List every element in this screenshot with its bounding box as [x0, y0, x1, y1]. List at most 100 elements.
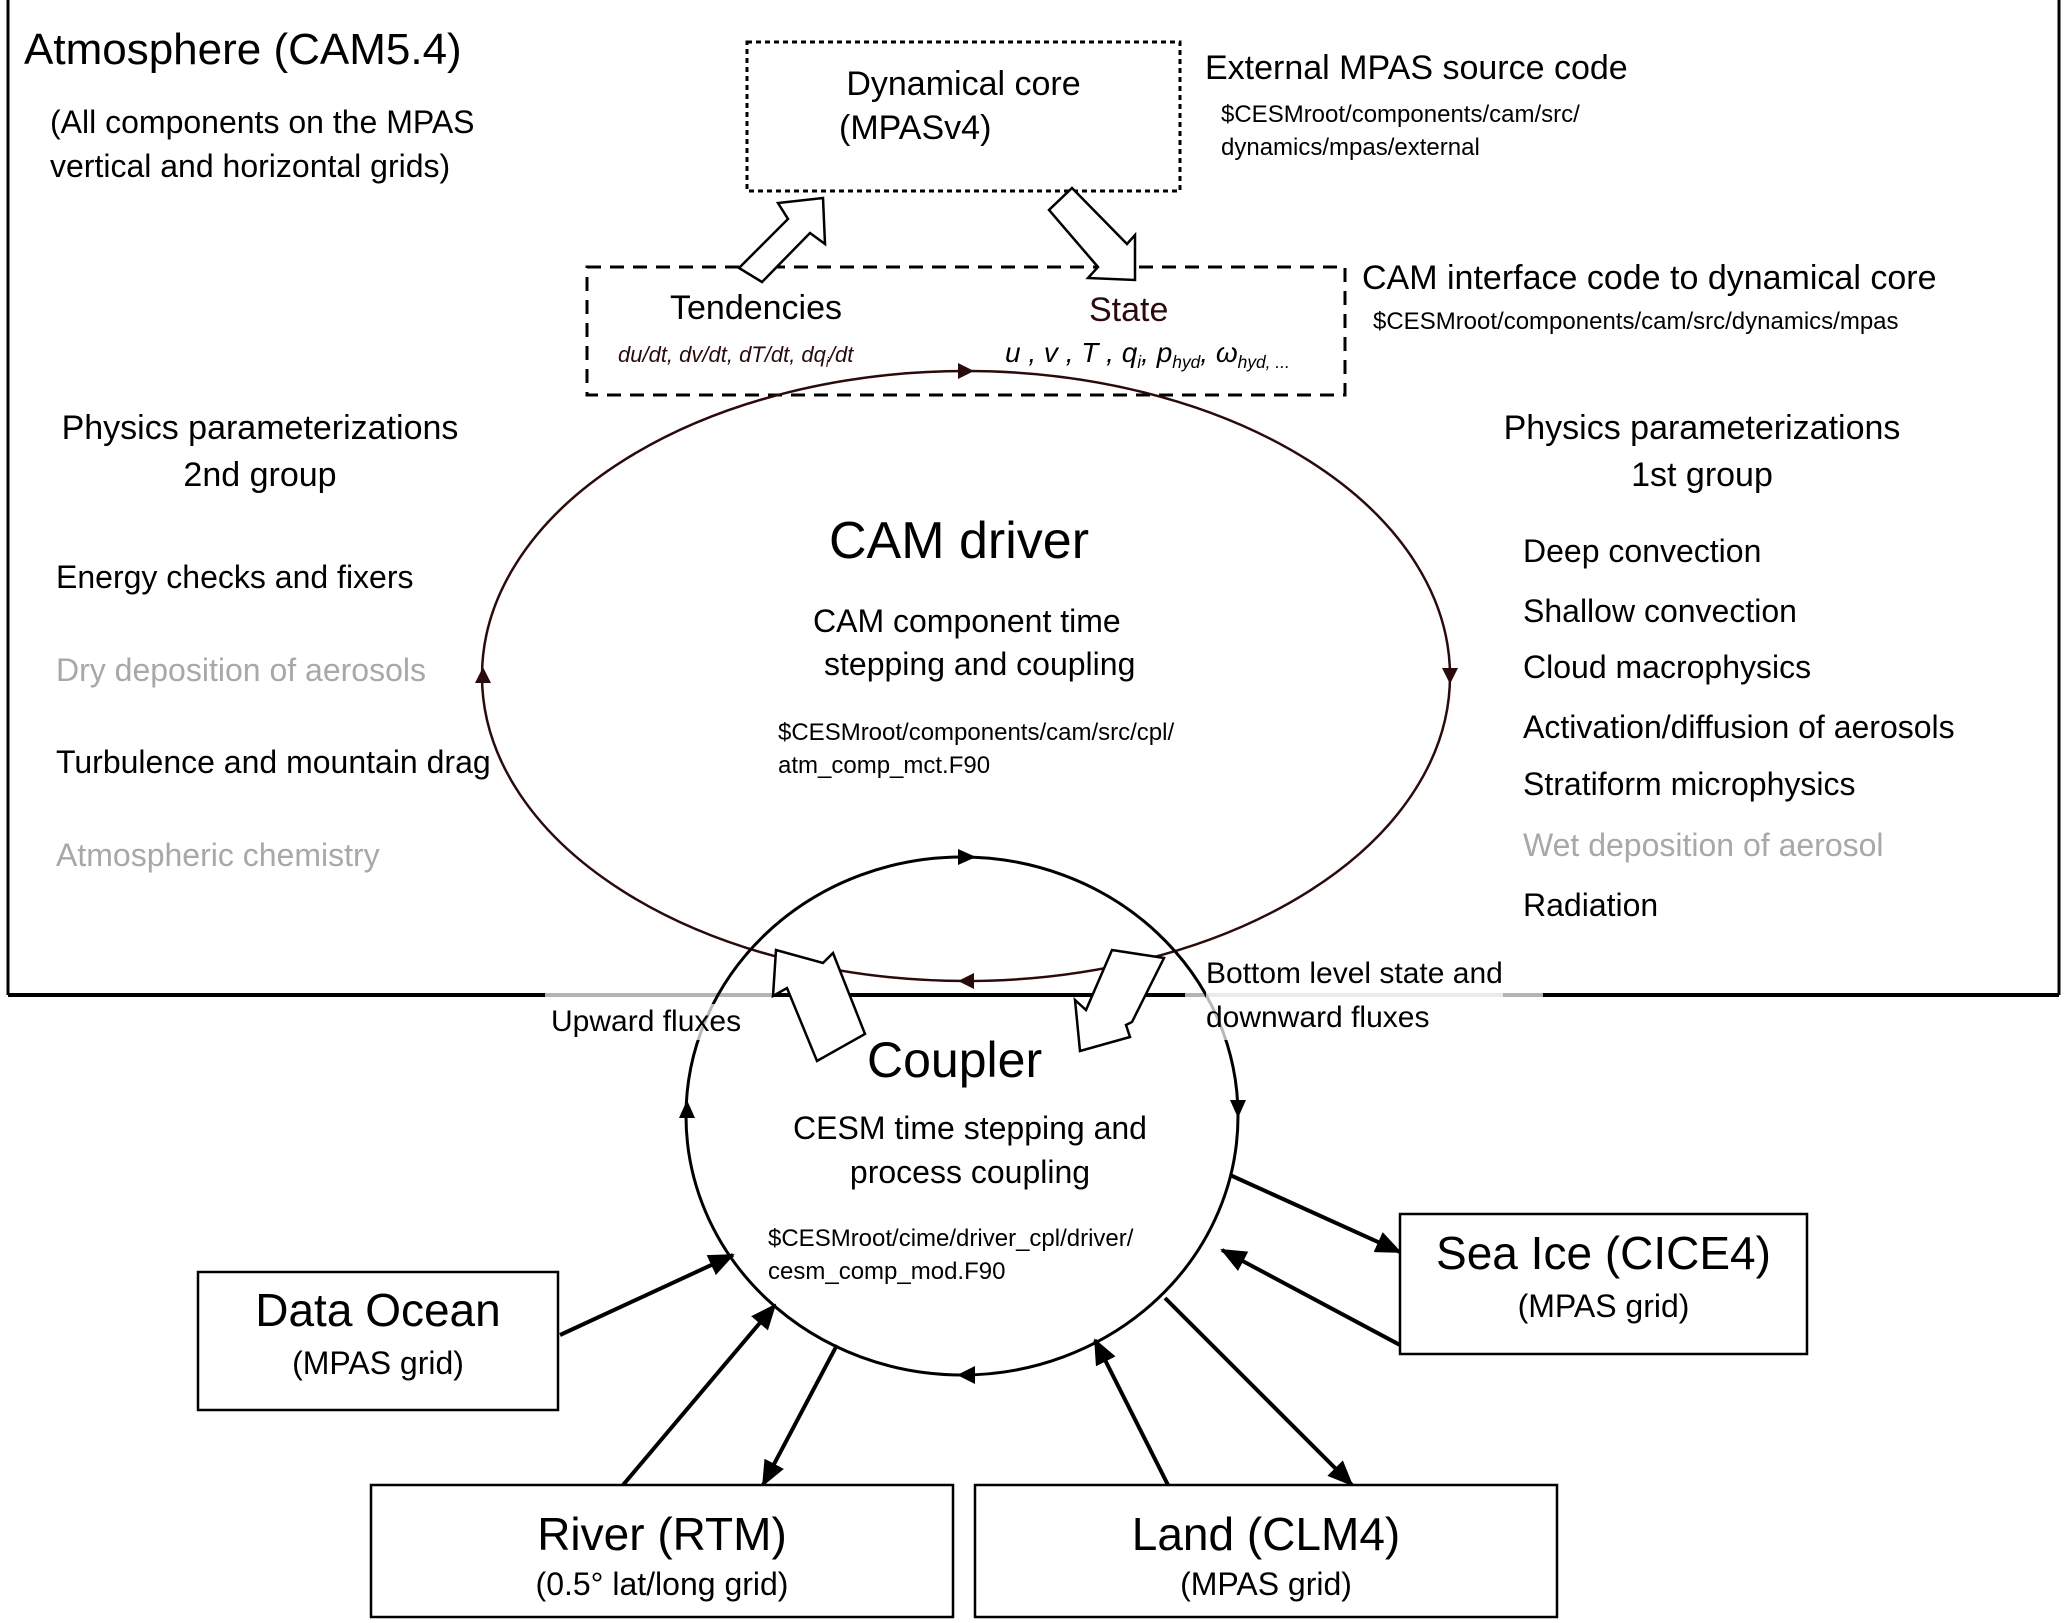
- coupler-path-line2: cesm_comp_mod.F90: [768, 1258, 1006, 1285]
- physics-1st-item: Deep convection: [1523, 533, 1762, 569]
- data-ocean-label: Data Ocean (MPAS grid): [198, 1280, 558, 1386]
- physics-1st-title-line2: 1st group: [1631, 456, 1773, 494]
- state-var: phyd,: [1156, 337, 1216, 372]
- coupler-to-seaice-arrow: [1229, 1173, 1402, 1254]
- state-var-separator: ,: [1020, 337, 1044, 368]
- external-source-path-line2: dynamics/mpas/external: [1221, 134, 1480, 161]
- external-source-path: $CESMroot/components/cam/src/ dynamics/m…: [1221, 98, 1580, 164]
- atmosphere-subtitle-line2: vertical and horizontal grids): [50, 148, 451, 184]
- downward-fluxes-line2: downward fluxes: [1206, 1001, 1430, 1034]
- coupler-cycle-arrow-bottom-icon: [957, 1366, 975, 1384]
- state-var-separator: ,: [1098, 337, 1122, 368]
- downward-fluxes-label: Bottom level state and downward fluxes: [1206, 952, 1503, 1040]
- physics-2nd-title-line1: Physics parameterizations: [61, 409, 459, 447]
- state-var: ωhyd, ...: [1216, 337, 1290, 372]
- upward-flux-block-arrow: [771, 948, 867, 1063]
- physics-2nd-item: Turbulence and mountain drag: [56, 744, 491, 780]
- atmosphere-subtitle-line1: (All components on the MPAS: [50, 104, 475, 140]
- cam-cycle-arrow-bottom-icon: [958, 973, 974, 989]
- atmosphere-title: Atmosphere (CAM5.4): [24, 25, 462, 74]
- state-var-sub: i: [1137, 352, 1142, 373]
- cam-cycle-arrow-left-icon: [475, 667, 491, 683]
- state-vars: u , v , T , qi, phyd, ωhyd, ...: [1005, 336, 1290, 373]
- state-var: qi,: [1121, 337, 1157, 372]
- cam-cycle-arrow-top-icon: [958, 363, 974, 379]
- cam-driver-title: CAM driver: [829, 512, 1090, 570]
- cam-driver-path-line2: atm_comp_mct.F90: [778, 752, 991, 779]
- tendencies-up-block-arrow: [736, 196, 827, 284]
- dynamical-core-line2: (MPASv4): [839, 109, 992, 147]
- river-to-coupler-arrow: [621, 1303, 777, 1487]
- coupler-path: $CESMroot/cime/driver_cpl/driver/ cesm_c…: [768, 1222, 1133, 1288]
- physics-2nd-item: Energy checks and fixers: [56, 559, 414, 595]
- tendencies-label: Tendencies: [670, 289, 843, 327]
- coupler-desc-line1: CESM time stepping and: [793, 1110, 1147, 1146]
- state-var-separator: ,: [1141, 337, 1157, 368]
- physics-1st-item: Wet deposition of aerosol: [1523, 827, 1884, 863]
- state-var-base: v: [1043, 337, 1058, 368]
- land-grid: (MPAS grid): [1180, 1566, 1352, 1602]
- coupler-cycle-arrow-left-icon: [679, 1100, 695, 1118]
- seaice-to-coupler-arrow: [1220, 1248, 1401, 1347]
- land-name: Land (CLM4): [1131, 1508, 1401, 1560]
- state-var-sub: hyd: [1172, 352, 1201, 373]
- land-box: [973, 1483, 1559, 1619]
- state-label: State: [1089, 291, 1169, 329]
- external-source-path-line1: $CESMroot/components/cam/src/: [1221, 101, 1580, 128]
- physics-2nd-title: Physics parameterizations 2nd group: [30, 405, 490, 499]
- state-var: T ,: [1081, 337, 1121, 368]
- physics-1st-title: Physics parameterizations 1st group: [1472, 405, 1932, 499]
- state-var-base: p: [1156, 337, 1173, 368]
- state-var-separator: ,: [1200, 337, 1216, 368]
- cam-driver-path-line1: $CESMroot/components/cam/src/cpl/: [778, 719, 1175, 746]
- external-source-title: External MPAS source code: [1205, 49, 1628, 87]
- physics-1st-item: Shallow convection: [1523, 593, 1797, 629]
- river-grid: (0.5° lat/long grid): [535, 1566, 789, 1602]
- upward-fluxes-label: Upward fluxes: [551, 1004, 742, 1040]
- state-var-base: T: [1081, 337, 1099, 368]
- dynamical-core-box: [745, 40, 1182, 193]
- coupler-to-river-arrow: [761, 1344, 839, 1487]
- tendencies-vars-main: du/dt, dv/dt, dT/dt, dq: [618, 342, 826, 367]
- state-var: u ,: [1005, 337, 1044, 368]
- tendencies-vars-sub: i: [825, 354, 829, 370]
- coupler-desc: CESM time stepping and process coupling: [760, 1106, 1180, 1194]
- river-label: River (RTM) (0.5° lat/long grid): [371, 1506, 953, 1606]
- coupler-path-line1: $CESMroot/cime/driver_cpl/driver/: [768, 1225, 1134, 1252]
- data-ocean-box: [196, 1270, 560, 1412]
- sea-ice-grid: (MPAS grid): [1517, 1288, 1690, 1324]
- physics-2nd-item: Dry deposition of aerosols: [56, 652, 426, 688]
- interface-box: [585, 265, 1347, 397]
- coupler-desc-line2: process coupling: [849, 1154, 1091, 1190]
- cam-driver-desc-line1: CAM component time: [813, 603, 1121, 639]
- state-var-base: q: [1121, 337, 1138, 368]
- state-var: v ,: [1044, 337, 1081, 368]
- physics-2nd-title-line2: 2nd group: [183, 456, 337, 494]
- coupler-title: Coupler: [867, 1032, 1043, 1088]
- physics-1st-title-line1: Physics parameterizations: [1503, 409, 1901, 447]
- sea-ice-label: Sea Ice (CICE4) (MPAS grid): [1400, 1223, 1807, 1329]
- tendencies-vars-tail: /dt: [828, 342, 854, 367]
- coupler-to-land-arrow: [1163, 1296, 1354, 1487]
- downward-flux-block-arrow: [1073, 948, 1166, 1053]
- state-down-block-arrow: [1047, 186, 1137, 282]
- interface-title: CAM interface code to dynamical core: [1362, 259, 1937, 297]
- cam-driver-desc-line2: stepping and coupling: [824, 646, 1136, 682]
- cam-cycle-arrow-right-icon: [1442, 668, 1458, 684]
- coupler-cycle-arrow-top-icon: [958, 849, 976, 865]
- physics-1st-item: Cloud macrophysics: [1523, 649, 1812, 685]
- state-var-sub: hyd, ...: [1237, 352, 1290, 373]
- dynamical-core-line1: Dynamical core: [846, 65, 1081, 103]
- atmosphere-subtitle: (All components on the MPAS vertical and…: [50, 100, 475, 188]
- data-ocean-name: Data Ocean: [255, 1284, 501, 1336]
- dynamical-core-label: Dynamical core (MPASv4): [747, 62, 1180, 150]
- physics-1st-item: Activation/diffusion of aerosols: [1523, 709, 1955, 745]
- physics-2nd-item: Atmospheric chemistry: [56, 837, 380, 873]
- cam-driver-path: $CESMroot/components/cam/src/cpl/ atm_co…: [778, 716, 1174, 782]
- ocean-to-coupler-arrow: [559, 1253, 735, 1337]
- tendencies-vars: du/dt, dv/dt, dT/dt, dqi/dt: [618, 342, 853, 371]
- sea-ice-name: Sea Ice (CICE4): [1436, 1227, 1771, 1279]
- state-var-separator: ,: [1057, 337, 1082, 368]
- data-ocean-grid: (MPAS grid): [292, 1345, 464, 1381]
